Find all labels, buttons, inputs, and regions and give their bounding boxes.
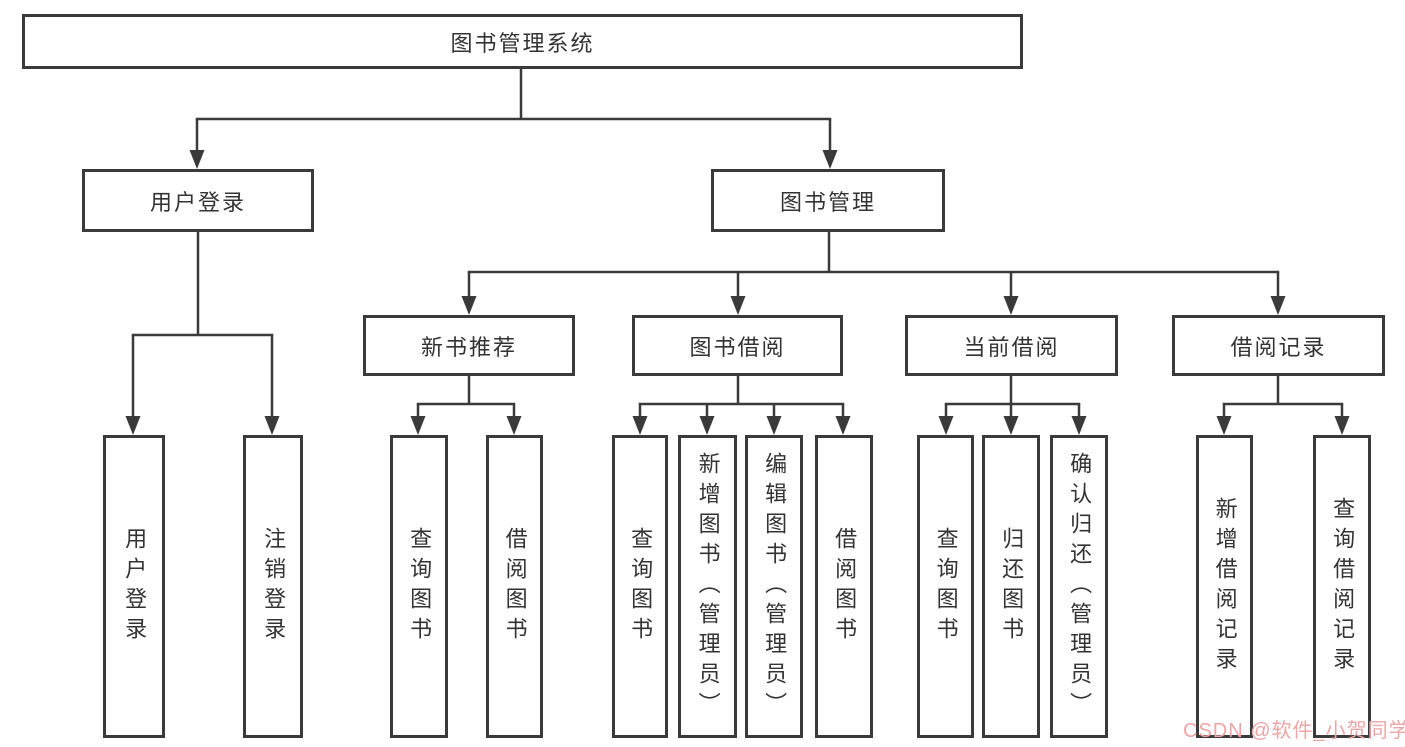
leaf-label: 查询图书 xyxy=(407,526,433,647)
leaf-user-login: 用户登录 xyxy=(103,435,165,738)
node-book-borrowing: 图书借阅 xyxy=(632,315,843,376)
node-user-login: 用户登录 xyxy=(82,169,314,232)
node-book-management: 图书管理 xyxy=(711,169,945,232)
leaf-query-borrow-record: 查询借阅记录 xyxy=(1313,435,1371,738)
leaf-logout: 注销登录 xyxy=(243,435,303,738)
leaf-label: 查询图书 xyxy=(933,526,959,647)
node-label: 图书借阅 xyxy=(689,334,786,360)
node-new-book-recommendation: 新书推荐 xyxy=(363,315,575,376)
leaf-label: 新增图书（管理员） xyxy=(695,451,721,722)
connector-new-books-to-leaves xyxy=(410,376,522,435)
node-label: 新书推荐 xyxy=(420,334,517,360)
leaf-label: 查询借阅记录 xyxy=(1330,496,1356,677)
node-label: 用户登录 xyxy=(149,189,246,215)
connector-current-borrow-to-leaves xyxy=(938,376,1087,435)
leaf-confirm-return-admin: 确认归还（管理员） xyxy=(1050,435,1108,738)
connector-book-borrow-to-leaves xyxy=(632,376,851,435)
leaf-borrow-books: 借阅图书 xyxy=(815,435,873,738)
leaf-label: 用户登录 xyxy=(122,526,148,647)
node-label: 借阅记录 xyxy=(1230,334,1327,360)
leaf-label: 编辑图书（管理员） xyxy=(762,451,788,722)
leaf-label: 新增借阅记录 xyxy=(1212,496,1238,677)
leaf-add-books-admin: 新增图书（管理员） xyxy=(678,435,737,738)
node-borrowing-records: 借阅记录 xyxy=(1172,315,1385,376)
leaf-add-borrow-record: 新增借阅记录 xyxy=(1196,435,1253,738)
node-library-management-system: 图书管理系统 xyxy=(22,14,1023,69)
leaf-borrow-books-recommend: 借阅图书 xyxy=(486,435,543,738)
leaf-label: 归还图书 xyxy=(999,526,1025,647)
leaf-query-books-current: 查询图书 xyxy=(917,435,974,738)
connector-borrow-records-to-leaves xyxy=(1216,376,1350,435)
leaf-query-books-recommend: 查询图书 xyxy=(390,435,448,738)
node-label: 当前借阅 xyxy=(963,334,1060,360)
leaf-return-books: 归还图书 xyxy=(982,435,1040,738)
leaf-label: 确认归还（管理员） xyxy=(1067,451,1093,722)
connector-book-management-to-level3 xyxy=(461,232,1286,315)
leaf-edit-books-admin: 编辑图书（管理员） xyxy=(745,435,803,738)
leaf-label: 借阅图书 xyxy=(502,526,528,647)
node-label: 图书管理系统 xyxy=(450,30,595,56)
node-label: 图书管理 xyxy=(779,189,876,215)
connector-user-login-to-leaves xyxy=(125,232,280,435)
node-current-borrowing: 当前借阅 xyxy=(905,315,1118,376)
leaf-label: 注销登录 xyxy=(261,526,287,647)
connector-root-to-level2 xyxy=(189,69,838,169)
csdn-watermark: CSDN @软件_小贺同学 xyxy=(1183,720,1405,742)
leaf-query-books-borrow: 查询图书 xyxy=(612,435,668,738)
leaf-label: 借阅图书 xyxy=(832,526,858,647)
leaf-label: 查询图书 xyxy=(628,526,654,647)
